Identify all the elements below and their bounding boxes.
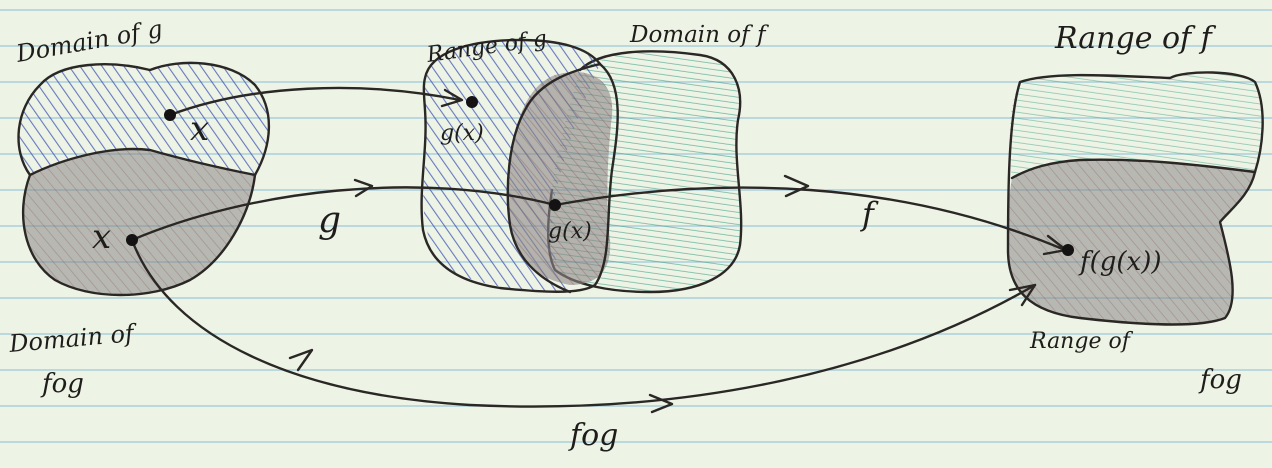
point-gx-middle: [549, 199, 561, 211]
label-fgx: f(g(x)): [1078, 247, 1162, 277]
label-domain-of-g: Domain of g: [13, 15, 164, 68]
arrow-fog: [130, 238, 1037, 408]
arrow-f: [553, 186, 1067, 252]
overlap-hatch: [507, 71, 613, 286]
point-fgx: [1062, 244, 1074, 256]
point-gx-upper: [466, 96, 478, 108]
arrowhead-g: [353, 178, 374, 198]
arrowhead-fog: [648, 393, 674, 414]
arrow-x-to-gx-upper: [168, 86, 462, 117]
range-of-g-outline: [420, 38, 619, 293]
range-of-fog-boundary: [1010, 158, 1257, 180]
label-range-of-fog-line2: fog: [1198, 365, 1242, 395]
domain-of-g-region: [18, 62, 269, 175]
label-gx-upper: g(x): [440, 121, 484, 146]
label-domain-of-fog-line1: Domain of: [7, 319, 139, 358]
label-x-upper: x: [190, 109, 209, 149]
range-of-fog-hatch: [1008, 159, 1255, 325]
label-arrow-f: f: [860, 195, 879, 233]
arrowhead-fog-start: [288, 348, 314, 372]
label-gx-middle: g(x): [548, 219, 592, 244]
point-x-lower: [126, 234, 138, 246]
arrowhead-x-to-gx-upper: [440, 88, 464, 108]
label-domain-of-fog-line2: fog: [40, 369, 84, 399]
label-domain-of-f: Domain of f: [629, 22, 769, 48]
label-range-of-fog-line1: Range of: [1029, 329, 1134, 354]
arrow-g: [130, 186, 557, 242]
domain-of-g-outline: [17, 61, 271, 297]
range-of-f-region: [1009, 72, 1263, 178]
label-x-lower: x: [92, 217, 111, 257]
point-x-upper: [164, 109, 176, 121]
label-range-of-f: Range of f: [1054, 21, 1217, 56]
overlap-boundary: [506, 62, 602, 294]
domain-of-fog-boundary: [28, 147, 257, 177]
label-arrow-g: g: [318, 200, 341, 241]
arrowhead-f: [783, 174, 810, 198]
label-arrow-fog: fog: [568, 418, 618, 453]
domain-of-fog-hatch: [23, 149, 255, 295]
arrowhead-fog-end: [1008, 283, 1037, 307]
range-of-f-outline: [1006, 71, 1264, 326]
